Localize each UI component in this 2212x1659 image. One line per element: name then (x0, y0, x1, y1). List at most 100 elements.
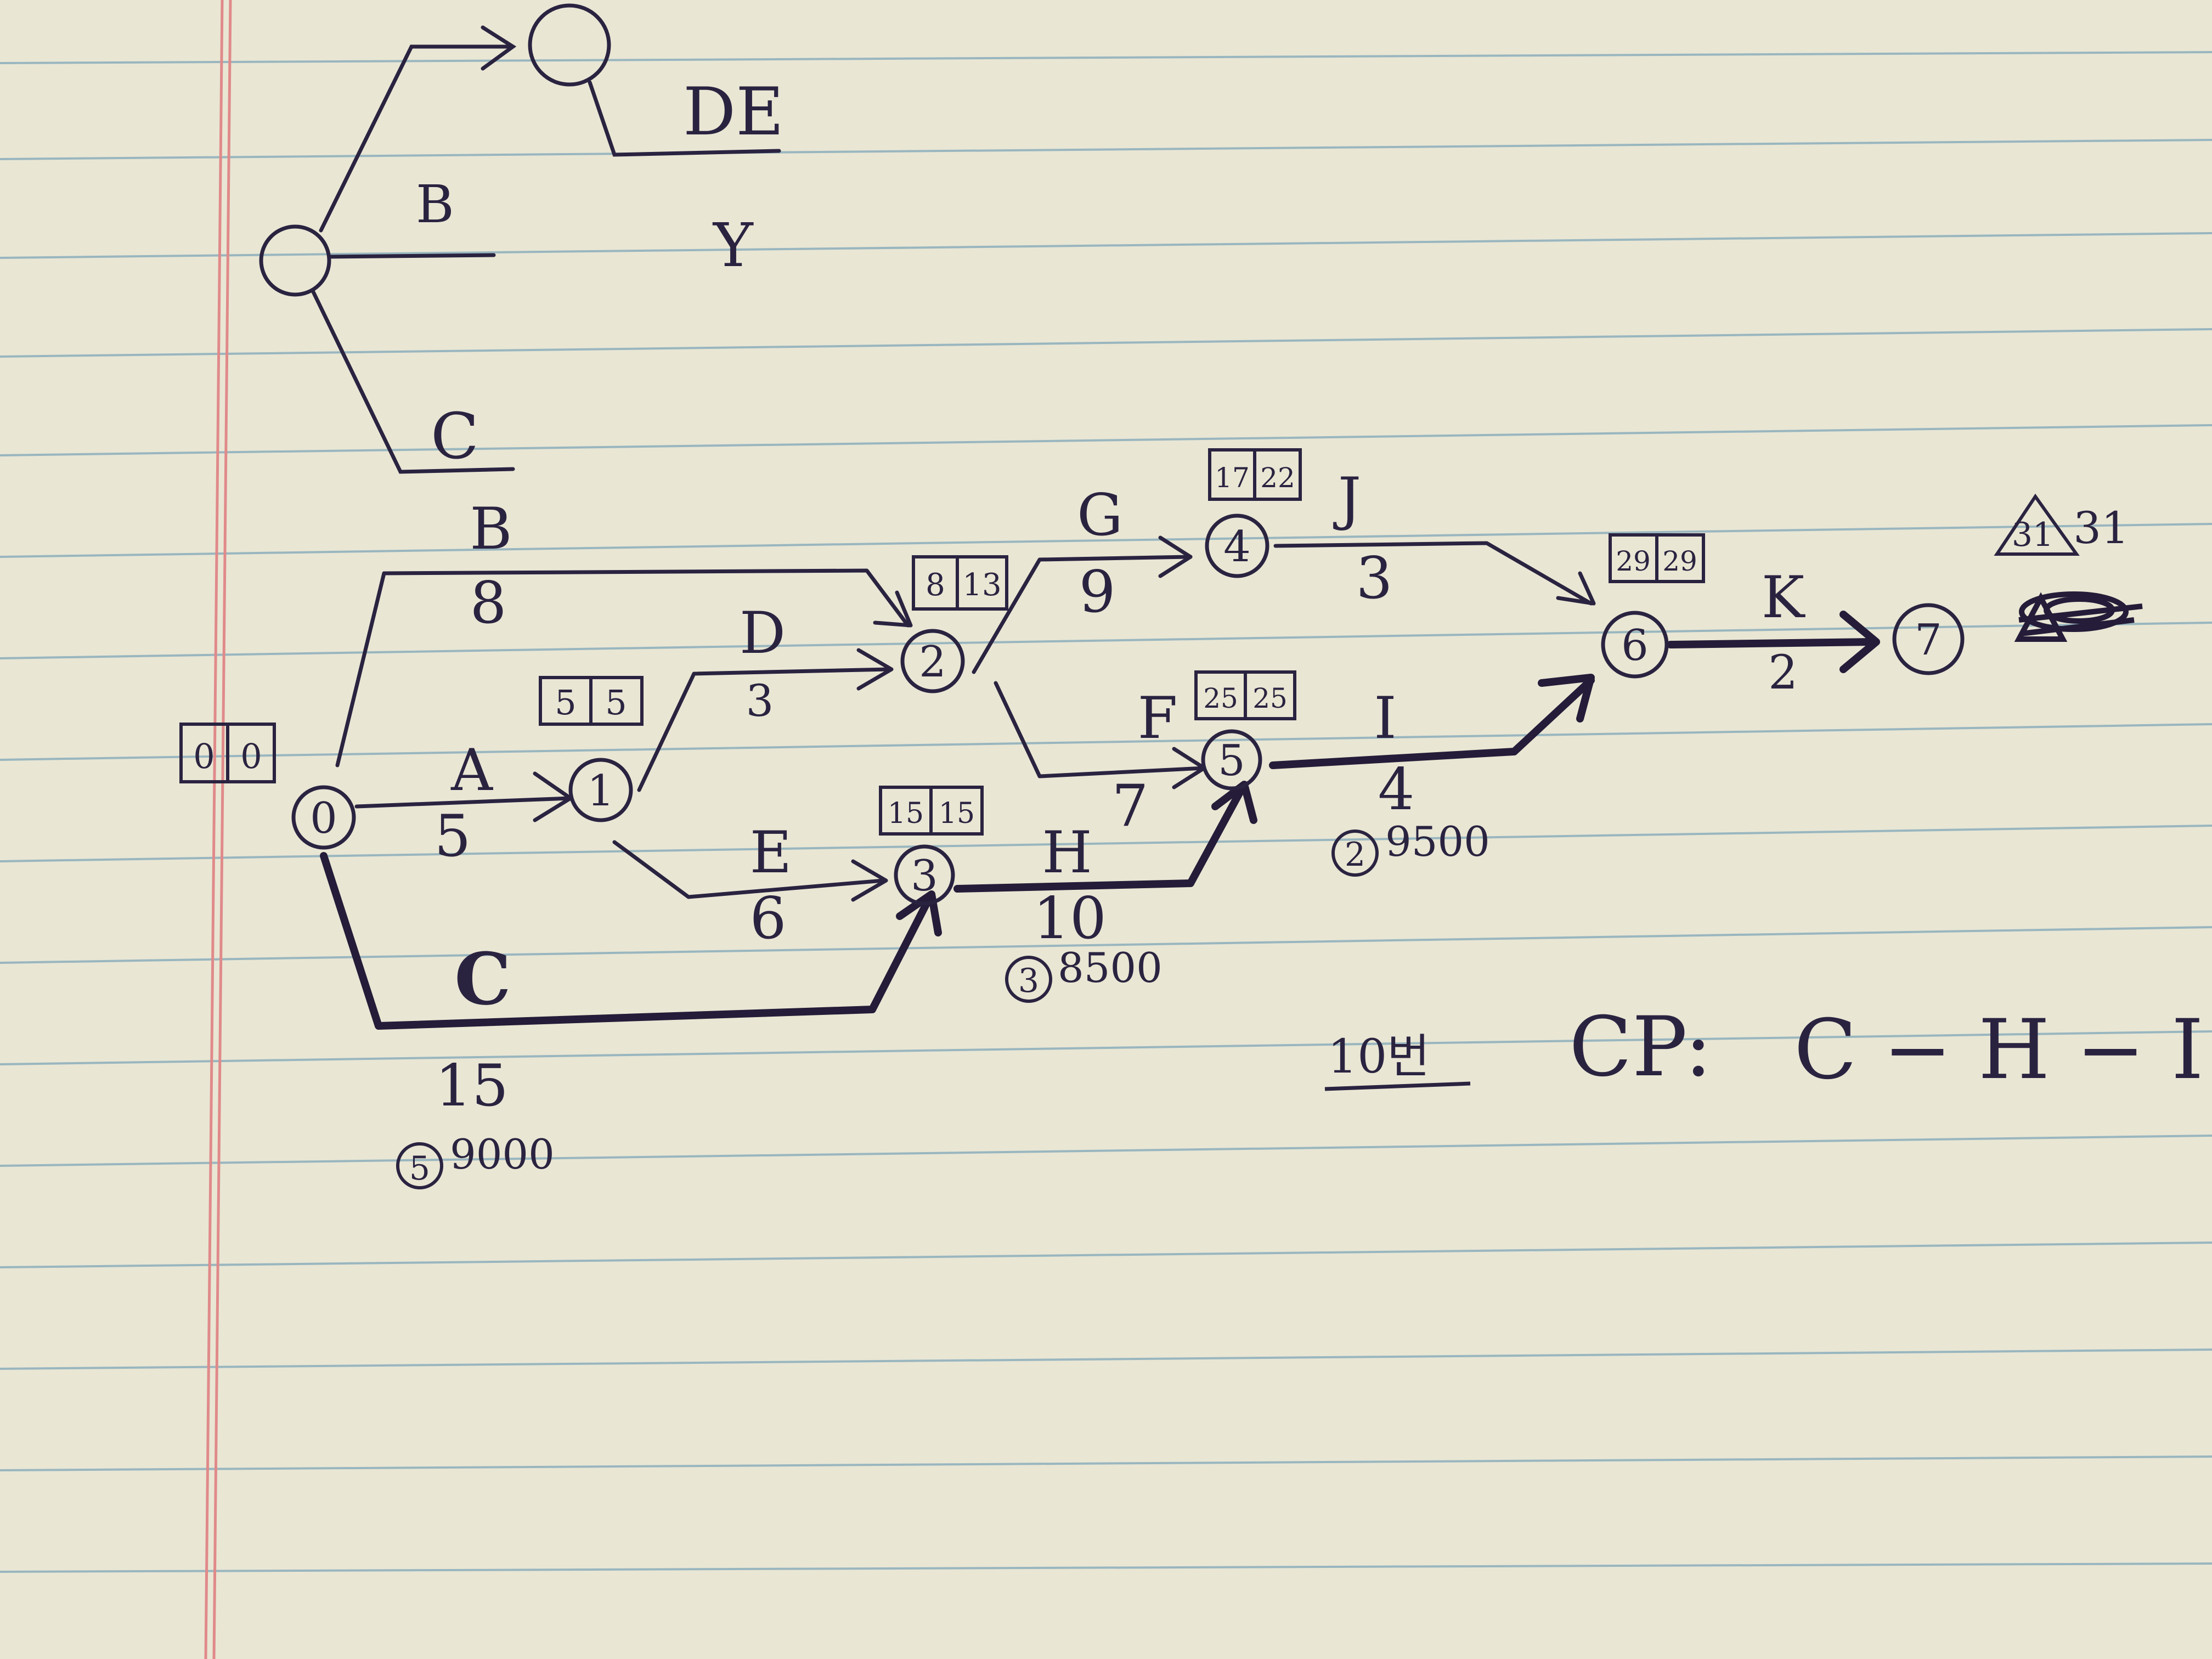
edge-i-label: I (1374, 685, 1396, 752)
edge-d-label: D (740, 600, 786, 667)
box-node-1-ls: 5 (605, 682, 627, 723)
network-edges (335, 535, 1596, 902)
edge-f (994, 681, 1206, 778)
node-2-label: 2 (919, 637, 946, 687)
edge-a-label: A (450, 737, 493, 804)
box-node-5-es: 25 (1203, 682, 1238, 714)
edge-j-label: J (1333, 465, 1361, 532)
cost-i-amount: 9500 (1385, 817, 1490, 866)
sketch-branch-a (319, 44, 512, 233)
final-triangle (1994, 493, 2080, 556)
edge-f-label: F (1138, 685, 1178, 752)
edge-d-duration: 3 (746, 675, 774, 726)
sketch-node-top (528, 3, 611, 87)
arrowhead-e (851, 859, 888, 902)
final-es: 31 (2012, 516, 2053, 554)
node-1-label: 1 (587, 766, 614, 816)
edge-c-label: C (454, 937, 511, 1021)
box-node-1: 5 5 (539, 676, 644, 726)
cost-h-days: 3 (1018, 962, 1039, 1000)
edge-a-duration: 5 (435, 803, 471, 870)
edge-g-duration: 9 (1079, 558, 1116, 625)
node-4-label: 4 (1223, 522, 1251, 572)
edge-i-duration: 4 (1378, 756, 1415, 823)
node-2 (900, 629, 965, 693)
top-sketch (259, 3, 781, 474)
edge-j (1273, 541, 1593, 606)
box-node-1-es: 5 (555, 682, 576, 723)
cost-c-amount: 9000 (450, 1130, 555, 1178)
edge-g-label: G (1077, 482, 1123, 549)
node-3-label: 3 (911, 851, 938, 901)
edge-h (953, 783, 1246, 893)
sketch-branch-c (311, 289, 515, 474)
node-6 (1601, 611, 1669, 679)
box-node-2-ls: 13 (962, 567, 1001, 603)
edge-a (354, 796, 573, 809)
edge-k-duration: 2 (1768, 646, 1798, 700)
node-7 (1892, 603, 1965, 675)
cost-i-days: 2 (1345, 836, 1365, 874)
cost-i: 2 9500 (1331, 817, 1490, 877)
cost-h: 3 8500 (1005, 944, 1163, 1003)
final-ls: 31 (2073, 503, 2129, 554)
critical-edges (320, 611, 1880, 1030)
edge-c-duration: 15 (435, 1052, 509, 1119)
cost-c: 5 9000 (396, 1130, 555, 1189)
node-0 (291, 785, 356, 850)
node-5-label: 5 (1218, 736, 1245, 786)
margin-lines (204, 0, 232, 1659)
box-node-0-es: 0 (193, 736, 215, 776)
box-node-3-ls: 15 (939, 797, 975, 830)
edge-e-duration: 6 (750, 885, 787, 952)
edge-k (1667, 638, 1875, 648)
arrowhead-b (873, 590, 913, 628)
sketch-label-a: A (482, 0, 527, 12)
cost-c-days: 5 (409, 1149, 430, 1188)
node-0-label: 0 (310, 794, 337, 843)
box-node-5-ls: 25 (1252, 682, 1288, 714)
node-4 (1205, 514, 1269, 578)
edge-labels: B 8 A 5 C 15 D 3 E 6 G 9 F 7 H 10 J 3 I … (435, 465, 1806, 1119)
problem-number: 10번 (1328, 1030, 1430, 1084)
arrowhead-c (896, 890, 942, 936)
edge-b-label: B (470, 495, 512, 562)
problem-number-underline (1324, 1081, 1471, 1091)
arrowhead-k (1839, 611, 1880, 673)
arrowhead-d (856, 648, 894, 691)
edge-c (320, 852, 934, 1030)
edge-h-label: H (1042, 819, 1092, 886)
box-node-4-es: 17 (1215, 462, 1250, 494)
edge-k-label: K (1762, 564, 1806, 631)
box-node-6-ls: 29 (1662, 545, 1697, 577)
box-node-3: 15 15 (879, 786, 984, 836)
node-labels: 0 1 2 3 4 5 6 7 (310, 522, 1942, 901)
edge-e-label: E (750, 819, 792, 886)
cp-label: CP: (1569, 1000, 1712, 1095)
critical-path-note: 10번 CP: C − H − I (1324, 1000, 2204, 1098)
ruled-lines (0, 51, 2212, 1573)
box-node-0: 0 0 (179, 723, 276, 783)
box-node-3-es: 15 (888, 797, 924, 830)
node-1 (568, 758, 633, 822)
edge-j-duration: 3 (1356, 545, 1393, 612)
box-node-4: 17 22 (1208, 448, 1302, 501)
box-node-6: 29 29 (1609, 533, 1705, 583)
node-5 (1201, 729, 1262, 791)
edge-e (612, 840, 885, 899)
edge-f-duration: 7 (1112, 772, 1149, 839)
box-node-6-es: 29 (1616, 545, 1651, 577)
box-node-5: 25 25 (1194, 670, 1296, 720)
box-node-2-es: 8 (926, 567, 945, 603)
sketch-arrowhead-a (481, 25, 517, 71)
cost-h-amount: 8500 (1058, 944, 1163, 992)
final-marker: 31 31 (1994, 493, 2143, 642)
box-node-2: 8 13 (912, 555, 1008, 611)
sketch-label-b: B (416, 174, 454, 235)
sketch-label-c: C (431, 400, 479, 473)
edge-d (637, 667, 891, 792)
sketch-branch-top-out (588, 80, 781, 157)
cp-path: C − H − I (1794, 1002, 2204, 1098)
scribble-mark (2014, 591, 2143, 642)
